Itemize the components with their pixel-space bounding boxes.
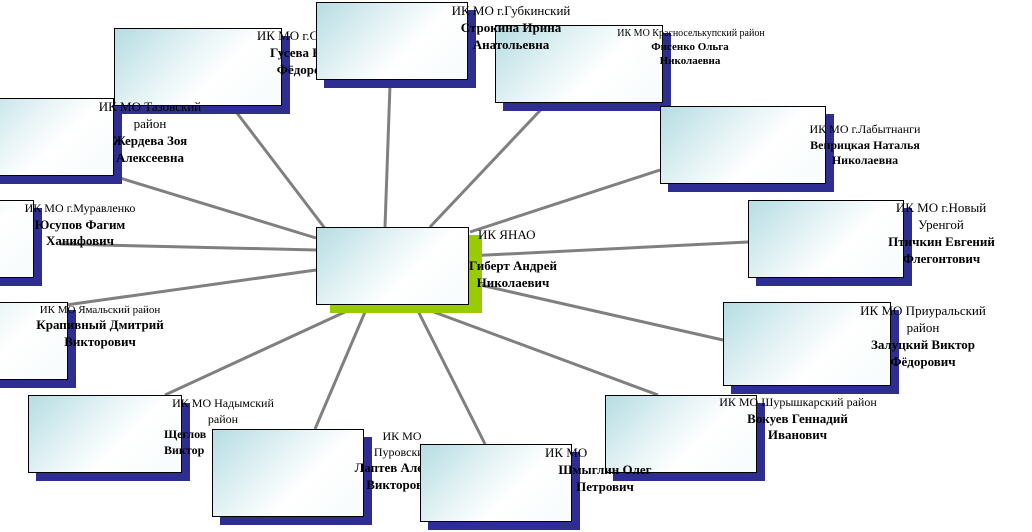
node-org: ИК МО Надымский район [172,396,274,426]
node-org: ИК МО г.Муравленко [24,201,136,215]
node-org: ИК МО г.Новый Уренгой [895,200,987,232]
node-person: Гиберт Андрей Николаевич [468,257,557,290]
connector-line [65,268,317,307]
node-person: Жердева Зоя Алексеевна [112,132,188,165]
node-person: Шмыглин Олег Петрович [558,461,652,494]
node-person: Щеглов Виктор [164,427,207,457]
connector-line [466,240,749,258]
node-org: ИК МО г.Лабытнанги [809,122,921,136]
node-person: Птичкин Евгений Флегонтович [888,233,995,266]
node-person: Фисенко Ольга Николаевна [651,41,729,68]
node-org: ИК МО Тазовский район [98,99,202,131]
connector-line [428,98,552,229]
connector-line [59,242,317,252]
node-person: Веприцкая Наталья Николаевна [810,137,920,168]
connector-line [164,303,361,397]
connector-line [413,304,487,445]
node-org: ИК ЯНАО [478,227,536,242]
connector-line [313,304,370,430]
node-person: Вокуев Геннадий Иванович [747,410,848,443]
node-person: Юсупов Фагим Ханифович [34,216,126,249]
node-person: Крапивный Дмитрий Викторович [36,317,164,350]
node-org: ИК МО Красноселькупский район [617,28,765,39]
connector-line [469,168,661,234]
node-person: Залуцкий Виктор Фёдорович [870,336,976,369]
connector-line [383,84,392,228]
connector-line [235,112,332,236]
node-org: ИК МО г.Губкинский [451,3,571,18]
node-org: ИК МО Ямальский район [39,304,161,316]
node-person: Строкина Ирина Анатольевна [460,19,562,52]
node-org: ИК МО Приуральский район [860,303,986,335]
connector-line [119,176,317,240]
node-org: ИК МО [545,445,588,460]
connector-line [414,303,659,397]
connector-line [466,280,724,342]
node-org: ИК МО Шурышкарский район [719,395,877,409]
node-org: ИК МО Пуровский [373,429,431,459]
